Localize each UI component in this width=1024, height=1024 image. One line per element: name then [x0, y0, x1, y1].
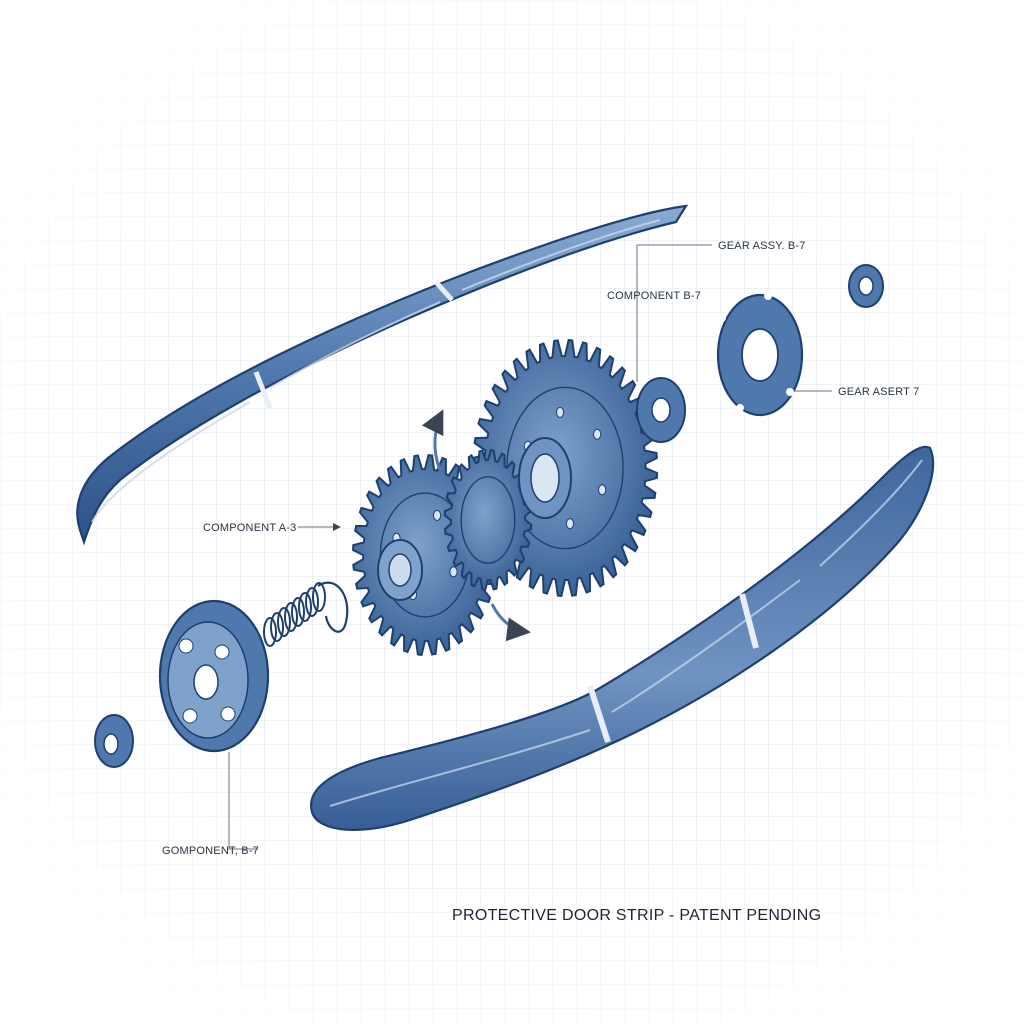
- shaft-hub: [377, 437, 572, 601]
- gear-hole: [432, 509, 442, 521]
- label-gear-asert: GEAR ASERT 7: [838, 386, 919, 398]
- gear-hole: [555, 406, 565, 418]
- spring-coil: [263, 617, 277, 647]
- label-component-a3: COMPONENT A-3: [203, 522, 296, 534]
- pulley-disk: [158, 599, 270, 753]
- top-small-washer: [848, 264, 884, 308]
- drawing-caption: PROTECTIVE DOOR STRIP - PATENT PENDING: [452, 907, 821, 924]
- gear-hole: [598, 484, 607, 496]
- bottom-small-washer: [94, 714, 134, 768]
- gear-hole: [593, 428, 602, 440]
- gear-hole: [565, 518, 575, 530]
- leader-lines: [228, 244, 832, 850]
- spring-coil: [277, 607, 291, 637]
- label-gear-assy: GEAR ASSY. B-7: [718, 240, 806, 252]
- spring-coil: [291, 597, 305, 627]
- spring-coil: [284, 602, 298, 632]
- coil-spring: [263, 581, 349, 647]
- upper-door-strip: [76, 204, 689, 546]
- spring-coil: [270, 612, 284, 642]
- lower-door-strip: [310, 445, 935, 831]
- gear-hole: [449, 566, 458, 578]
- flange-plate: [716, 292, 804, 417]
- spring-coil: [298, 592, 312, 622]
- spring-coil: [305, 587, 319, 617]
- gear-ring: [460, 476, 516, 564]
- gear-body: [443, 448, 533, 592]
- middle-gear: [443, 448, 533, 592]
- rotation-arrows: [421, 409, 531, 642]
- label-component-b7-top: COMPONENT B-7: [607, 290, 701, 302]
- gear-washer: [636, 377, 686, 443]
- spring-coil: [312, 582, 326, 612]
- label-component-b7-bottom: GOMPONENT, B-7: [162, 845, 259, 857]
